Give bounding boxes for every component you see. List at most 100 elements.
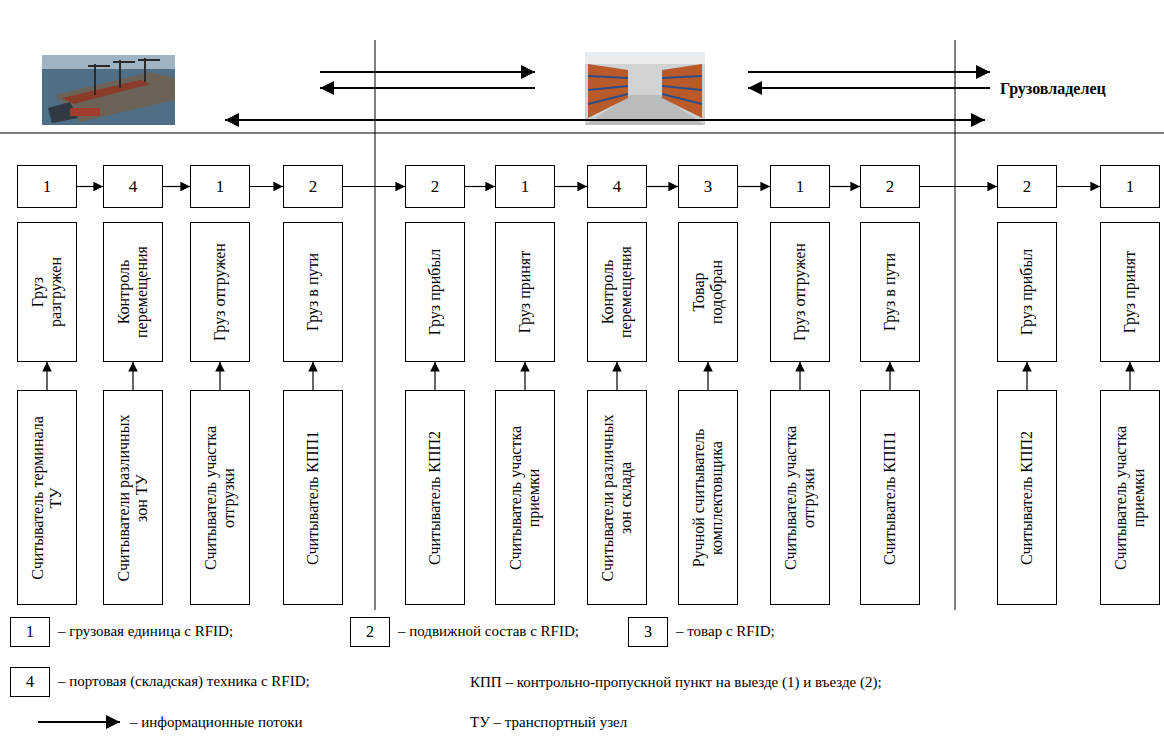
box-label: Считыватель участка отгрузки bbox=[202, 409, 239, 587]
box-label: Груз отгружен bbox=[791, 240, 809, 344]
flow-arrow bbox=[250, 186, 283, 187]
object-number: 1 bbox=[18, 166, 76, 207]
flow-arrow bbox=[219, 362, 220, 390]
status-box: Груз отгружен bbox=[190, 222, 250, 362]
object-number: 1 bbox=[1101, 166, 1159, 207]
status-box: Груз прибыл bbox=[405, 222, 465, 362]
box-label: Товар подобран bbox=[690, 240, 727, 344]
legend-entry: – подвижной состав с RFID; bbox=[398, 622, 579, 640]
boundary-line bbox=[375, 40, 376, 610]
port-photo bbox=[42, 55, 175, 125]
box-label: Считыватели различных зон склада bbox=[599, 409, 636, 587]
legend-number-sample: 3 bbox=[628, 617, 668, 647]
reader-box: Считыватели различных зон склада bbox=[587, 390, 647, 605]
information-flows bbox=[225, 72, 990, 120]
flow-arrow bbox=[1057, 186, 1100, 187]
reader-box: Считыватель КПП2 bbox=[405, 390, 465, 605]
legend-entry: – грузовая единица с RFID; bbox=[58, 622, 233, 640]
reader-box: Ручной считыватель комплектовщика bbox=[678, 390, 738, 605]
rfid-object-box: 1 bbox=[1100, 165, 1160, 208]
box-label: Считыватель КПП2 bbox=[1018, 409, 1036, 587]
boat bbox=[70, 108, 100, 116]
rfid-object-box: 4 bbox=[103, 165, 163, 208]
legend-number-sample: 1 bbox=[10, 617, 50, 647]
rfid-object-box: 2 bbox=[405, 165, 465, 208]
boundary-line bbox=[955, 40, 956, 610]
cranes bbox=[88, 58, 160, 95]
flow-arrow bbox=[1129, 362, 1130, 390]
flow-arrow bbox=[77, 186, 103, 187]
object-number: 2 bbox=[861, 166, 919, 207]
flow-arrow bbox=[616, 362, 617, 390]
flow-arrow bbox=[920, 186, 997, 187]
legend-number-sample: 2 bbox=[350, 617, 390, 647]
ceiling bbox=[585, 52, 705, 64]
legend-entry: – информационные потоки bbox=[130, 713, 302, 731]
flow-arrow bbox=[46, 362, 47, 390]
reader-box: Считыватель КПП1 bbox=[860, 390, 920, 605]
legend-entry: – товар с RFID; bbox=[676, 622, 775, 640]
legend-number-sample: 4 bbox=[10, 667, 50, 697]
flow-arrow bbox=[1026, 362, 1027, 390]
box-label: Считыватель участка приемки bbox=[507, 409, 544, 587]
reader-box: Считыватель КПП2 bbox=[997, 390, 1057, 605]
status-box: Груз отгружен bbox=[770, 222, 830, 362]
flow-arrow bbox=[555, 186, 587, 187]
object-number: 4 bbox=[588, 166, 646, 207]
box-label: Груз разгружен bbox=[29, 240, 66, 344]
object-number: 1 bbox=[496, 166, 554, 207]
object-number: 2 bbox=[406, 166, 464, 207]
reader-box: Считыватели различных зон ТУ bbox=[103, 390, 163, 605]
status-box: Груз прибыл bbox=[997, 222, 1057, 362]
status-box: Груз принят bbox=[1100, 222, 1160, 362]
shelves bbox=[588, 64, 702, 118]
legend-text: – грузовая единица с RFID; bbox=[58, 623, 233, 639]
separator-line bbox=[0, 132, 1164, 133]
reader-box: Считыватель участка приемки bbox=[1100, 390, 1160, 605]
rfid-object-box: 4 bbox=[587, 165, 647, 208]
box-label: Считыватель КПП2 bbox=[426, 409, 444, 587]
status-box: Груз в пути bbox=[860, 222, 920, 362]
status-box: Груз в пути bbox=[283, 222, 343, 362]
status-box: Контроль перемещения bbox=[103, 222, 163, 362]
box-label: Груз прибыл bbox=[1018, 240, 1036, 344]
object-number: 2 bbox=[998, 166, 1056, 207]
object-number: 2 bbox=[284, 166, 342, 207]
object-number: 1 bbox=[191, 166, 249, 207]
status-box: Товар подобран bbox=[678, 222, 738, 362]
box-label: Считыватель участка отгрузки bbox=[782, 409, 819, 587]
flow-arrow bbox=[707, 362, 708, 390]
rfid-object-box: 3 bbox=[678, 165, 738, 208]
legend-text: – информационные потоки bbox=[130, 714, 302, 730]
reader-box: Считыватель участка отгрузки bbox=[190, 390, 250, 605]
object-number: 3 bbox=[679, 166, 737, 207]
reader-box: Считыватель КПП1 bbox=[283, 390, 343, 605]
legend-text: – товар с RFID; bbox=[676, 623, 775, 639]
rfid-object-box: 1 bbox=[770, 165, 830, 208]
legend-text: – портовая (складская) техника с RFID; bbox=[58, 673, 310, 689]
flow-arrow bbox=[343, 186, 405, 187]
reader-box: Считыватель терминала ТУ bbox=[17, 390, 77, 605]
rfid-object-box: 2 bbox=[860, 165, 920, 208]
flow-arrow bbox=[465, 186, 495, 187]
flow-arrow bbox=[132, 362, 133, 390]
box-label: Считыватель участка приемки bbox=[1112, 409, 1149, 587]
abbreviation-note: КПП – контрольно-пропускной пункт на вые… bbox=[470, 673, 882, 691]
legend-entry: – портовая (складская) техника с RFID; bbox=[58, 672, 310, 690]
legend-text: – подвижной состав с RFID; bbox=[398, 623, 579, 639]
hall bbox=[585, 52, 705, 125]
box-label: Груз в пути bbox=[881, 240, 899, 344]
rfid-object-box: 1 bbox=[17, 165, 77, 208]
box-label: Груз принят bbox=[516, 240, 534, 344]
box-label: Считыватель терминала ТУ bbox=[29, 409, 66, 587]
flow-arrow bbox=[738, 186, 770, 187]
abbreviation-note: ТУ – транспортный узел bbox=[470, 713, 627, 731]
status-box: Груз принят bbox=[495, 222, 555, 362]
flow-arrow bbox=[524, 362, 525, 390]
box-label: Считыватели различных зон ТУ bbox=[115, 409, 152, 587]
box-label: Груз принят bbox=[1121, 240, 1139, 344]
rfid-object-box: 2 bbox=[283, 165, 343, 208]
rfid-object-box: 1 bbox=[190, 165, 250, 208]
rfid-object-box: 1 bbox=[495, 165, 555, 208]
